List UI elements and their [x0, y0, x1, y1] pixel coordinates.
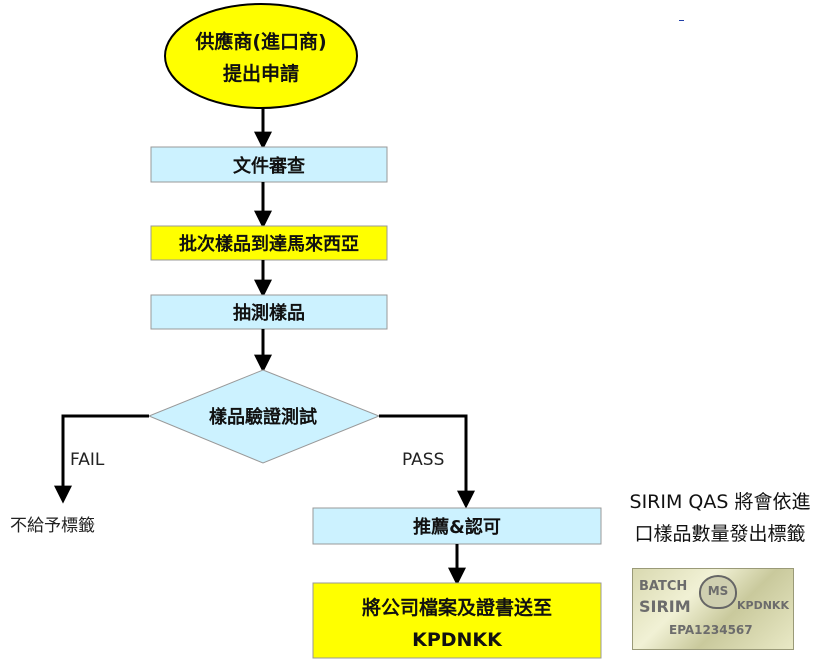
verification-label: 樣品驗證測試 — [209, 406, 317, 428]
recommend-label: 推薦&認可 — [413, 516, 501, 538]
doc-review-label: 文件審查 — [233, 155, 305, 177]
batch-arrival-label: 批次樣品到達馬來西亞 — [179, 233, 359, 255]
side-note-line2: 口樣品數量發出標籤 — [634, 523, 806, 545]
submit-node: 將公司檔案及證書送至 KPDNKK — [312, 582, 602, 659]
pass-label: PASS — [402, 450, 444, 470]
sampling-node: 抽測樣品 — [150, 294, 388, 330]
start-node-line1: 供應商(進口商) — [194, 30, 326, 53]
decorative-dash — [679, 20, 684, 21]
start-node-line2: 提出申請 — [223, 62, 299, 85]
start-node: 供應商(進口商) 提出申請 — [164, 3, 358, 109]
side-note-line1: SIRIM QAS 將會依進 — [629, 491, 811, 513]
batch-arrival-node: 批次樣品到達馬來西亞 — [150, 225, 388, 261]
verification-decision: 樣品驗證測試 — [147, 369, 381, 464]
submit-line2: KPDNKK — [412, 629, 503, 651]
side-note: SIRIM QAS 將會依進 口樣品數量發出標籤 — [612, 486, 828, 550]
fail-label: FAIL — [70, 450, 105, 470]
doc-review-node: 文件審查 — [150, 146, 388, 183]
sirim-batch-label-image: BATCH SIRIM MS KPDNKK EPA1234567 — [632, 568, 794, 650]
label-code-text: KPDNKK — [737, 599, 789, 612]
fail-branch-arrow — [54, 414, 149, 504]
label-sirim-text: SIRIM — [639, 597, 691, 616]
no-label-text: 不給予標籤 — [10, 516, 95, 536]
sampling-label: 抽測樣品 — [233, 302, 305, 324]
recommend-node: 推薦&認可 — [312, 507, 602, 545]
pass-branch-arrow — [379, 414, 475, 509]
label-serial-text: EPA1234567 — [669, 623, 753, 637]
label-ms-logo: MS — [699, 575, 737, 609]
submit-line1: 將公司檔案及證書送至 — [362, 596, 552, 619]
label-batch-text: BATCH — [639, 579, 688, 594]
